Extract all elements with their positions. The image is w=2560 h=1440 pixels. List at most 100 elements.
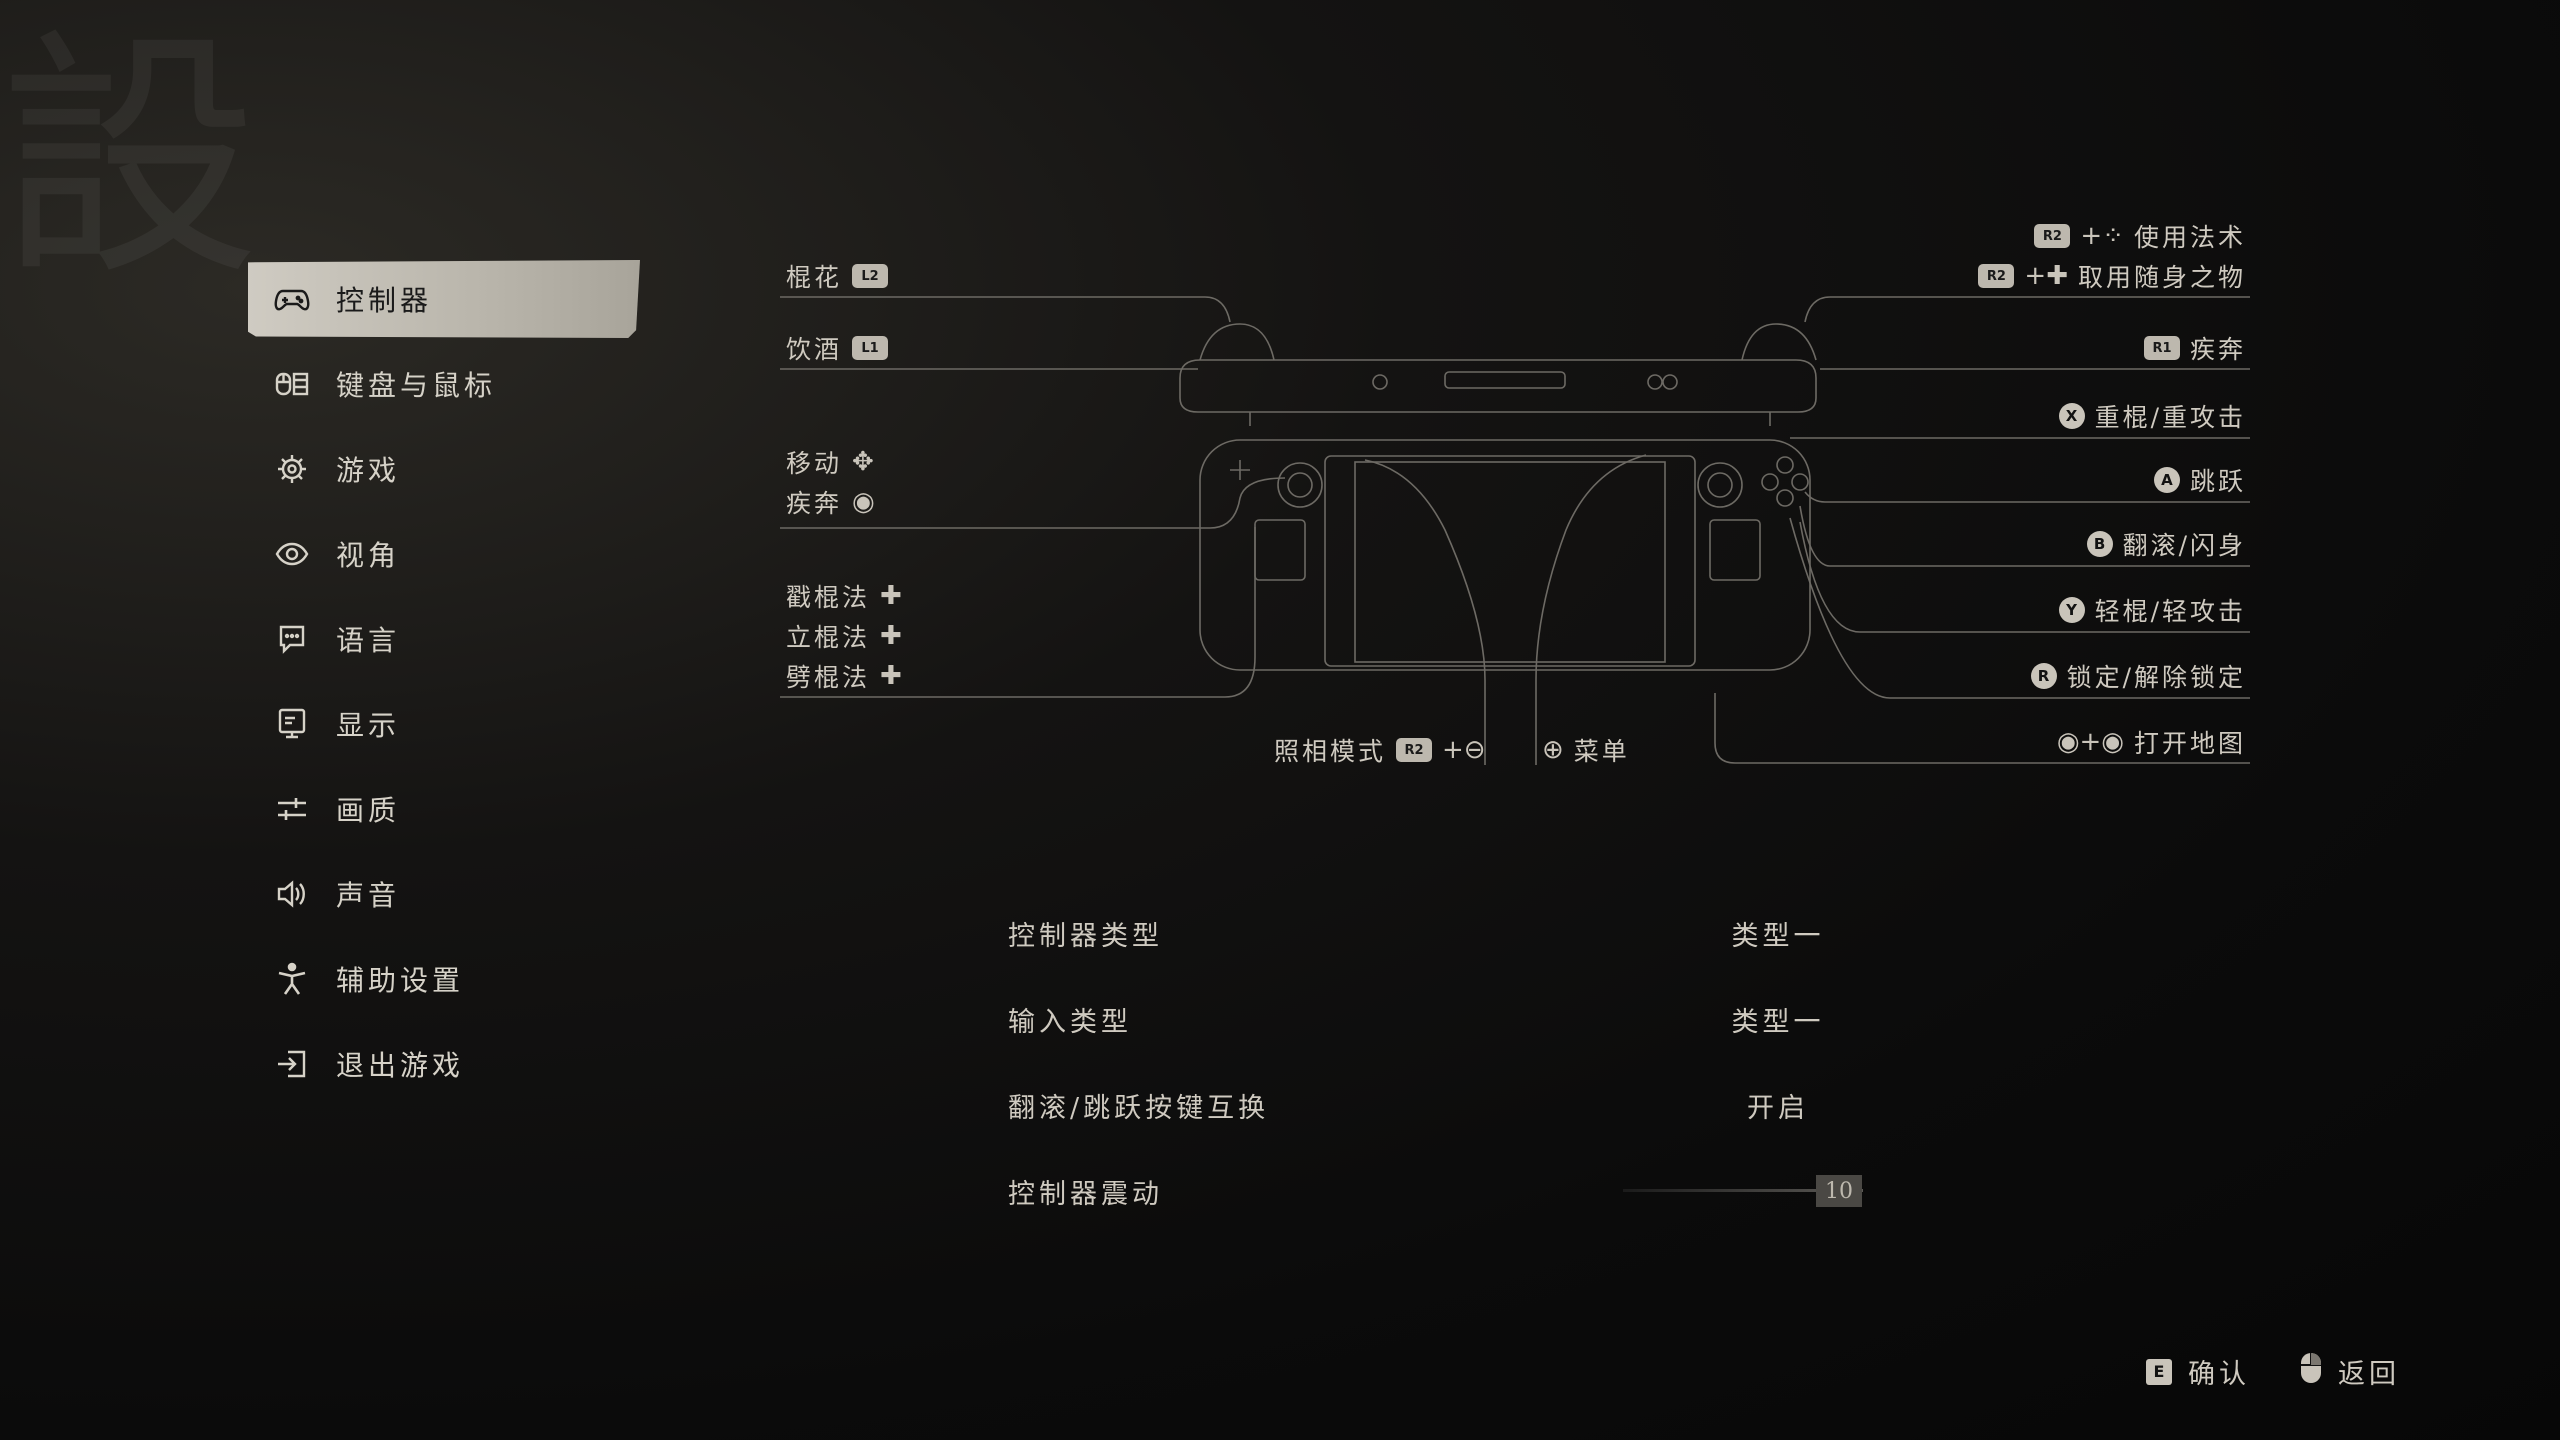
settings-sidebar: 控制器 键盘与鼠标 游戏 视角 语言 显示 画质: [248, 260, 640, 1110]
l1-text: 饮酒: [786, 335, 843, 364]
language-icon: [272, 619, 312, 659]
sidebar-item-label: 游戏: [336, 454, 401, 487]
background-calligraphy: 設: [0, 20, 256, 280]
y-label: Y 轻棍/轻攻击: [2058, 592, 2246, 628]
speaker-icon: [272, 874, 312, 914]
mouse-right-click-icon: [2300, 1352, 2322, 1391]
vibration-slider-handle[interactable]: 10: [1816, 1175, 1862, 1207]
x-button-icon: X: [2058, 403, 2085, 429]
dpad-icon: ✚: [880, 581, 902, 611]
a-text: 跳跃: [2189, 467, 2246, 496]
sidebar-item-display[interactable]: 显示: [248, 685, 640, 763]
sidebar-item-label: 辅助设置: [336, 964, 465, 997]
item-label: R2 +✚ 取用随身之物: [1978, 258, 2246, 294]
photo-mode-text: 照相模式: [1274, 737, 1387, 766]
l2-badge: L2: [852, 264, 889, 288]
sidebar-item-label: 语言: [336, 624, 401, 657]
setting-label: 控制器震动: [1008, 1178, 1163, 1210]
sliders-icon: [272, 789, 312, 829]
stance1-text: 戳棍法: [786, 583, 871, 612]
plus-view-button-icon: +⊖: [1442, 735, 1486, 765]
menu-label: ⊕ 菜单: [1542, 732, 1630, 768]
spell-text: 使用法术: [2133, 223, 2246, 252]
footer-hints: E 确认 返回: [2146, 1352, 2400, 1391]
accessibility-icon: [272, 959, 312, 999]
stance3-label: 劈棍法 ✚: [786, 658, 902, 694]
sidebar-item-keyboard-mouse[interactable]: 键盘与鼠标: [248, 345, 640, 423]
menu-text: 菜单: [1573, 737, 1630, 766]
y-button-icon: Y: [2058, 597, 2085, 623]
sprint-left-label: 疾奔 ◉: [786, 484, 875, 520]
stick-plus-stick-icon: ◉+◉: [2056, 727, 2124, 757]
b-text: 翻滚/闪身: [2122, 531, 2246, 560]
l2-label: 棍花 L2: [786, 258, 889, 294]
sidebar-item-game[interactable]: 游戏: [248, 430, 640, 508]
l2-text: 棍花: [786, 263, 843, 292]
sidebar-item-label: 控制器: [336, 284, 433, 317]
setting-value[interactable]: 类型一: [1731, 920, 1825, 952]
gear-icon: [272, 449, 312, 489]
lock-label: R 锁定/解除锁定: [2030, 658, 2246, 694]
controller-settings: 控制器类型 类型一 输入类型 类型一 翻滚/跳跃按键互换 开启 控制器震动 10: [1008, 890, 1908, 1234]
eye-icon: [272, 534, 312, 574]
l1-badge: L1: [852, 336, 889, 360]
move-label: 移动 ✥: [786, 444, 874, 480]
dpad-icon: ✚: [880, 661, 902, 691]
plus-dpad-icon: +✚: [2024, 261, 2068, 291]
stance2-text: 立棍法: [786, 623, 871, 652]
sidebar-item-label: 声音: [336, 879, 401, 912]
map-label: ◉+◉ 打开地图: [2057, 724, 2246, 760]
sidebar-item-quit[interactable]: 退出游戏: [248, 1025, 640, 1103]
keyboard-mouse-icon: [272, 364, 312, 404]
item-text: 取用随身之物: [2077, 263, 2246, 292]
x-label: X 重棍/重攻击: [2058, 398, 2246, 434]
setting-value[interactable]: 开启: [1747, 1092, 1809, 1124]
spell-label: R2 +⁘ 使用法术: [2034, 218, 2246, 254]
confirm-label: 确认: [2188, 1359, 2250, 1390]
controller-diagram: 棍花 L2 饮酒 L1 移动 ✥ 疾奔 ◉ 戳棍法 ✚ 立棍法 ✚ 劈棍法 ✚ …: [780, 200, 2250, 800]
sidebar-item-graphics[interactable]: 画质: [248, 770, 640, 848]
setting-dodge-jump-swap[interactable]: 翻滚/跳跃按键互换 开启: [1008, 1062, 1908, 1148]
back-label: 返回: [2338, 1359, 2400, 1390]
left-stick-press-icon: ◉: [852, 487, 875, 517]
lock-text: 锁定/解除锁定: [2066, 663, 2246, 692]
r2-badge: R2: [1396, 738, 1433, 762]
gamepad-icon: [272, 279, 312, 319]
setting-label: 翻滚/跳跃按键互换: [1008, 1092, 1270, 1124]
sprint-text: 疾奔: [786, 489, 843, 518]
sidebar-item-camera[interactable]: 视角: [248, 515, 640, 593]
sidebar-item-sound[interactable]: 声音: [248, 855, 640, 933]
setting-label: 控制器类型: [1008, 920, 1163, 952]
dpad-icon: ✚: [880, 621, 902, 651]
vibration-slider[interactable]: [1623, 1189, 1863, 1192]
setting-label: 输入类型: [1008, 1006, 1132, 1038]
sidebar-item-label: 显示: [336, 709, 401, 742]
right-stick-press-icon: R: [2030, 663, 2057, 689]
b-button-icon: B: [2086, 531, 2113, 557]
setting-input-type[interactable]: 输入类型 类型一: [1008, 976, 1908, 1062]
b-label: B 翻滚/闪身: [2086, 526, 2246, 562]
sidebar-item-accessibility[interactable]: 辅助设置: [248, 940, 640, 1018]
y-text: 轻棍/轻攻击: [2094, 597, 2246, 626]
setting-controller-type[interactable]: 控制器类型 类型一: [1008, 890, 1908, 976]
stance1-label: 戳棍法 ✚: [786, 578, 902, 614]
r1-badge: R1: [2143, 336, 2180, 360]
monitor-icon: [272, 704, 312, 744]
r2-badge: R2: [2034, 224, 2071, 248]
stance2-label: 立棍法 ✚: [786, 618, 902, 654]
a-button-icon: A: [2153, 467, 2180, 493]
x-text: 重棍/重攻击: [2094, 403, 2246, 432]
setting-value[interactable]: 类型一: [1731, 1006, 1825, 1038]
back-hint[interactable]: 返回: [2300, 1352, 2400, 1391]
confirm-hint[interactable]: E 确认: [2146, 1352, 2250, 1391]
sidebar-item-language[interactable]: 语言: [248, 600, 640, 678]
map-text: 打开地图: [2133, 729, 2246, 758]
sidebar-item-controller[interactable]: 控制器: [248, 260, 640, 338]
move-text: 移动: [786, 449, 843, 478]
r1-text: 疾奔: [2189, 335, 2246, 364]
menu-button-icon: ⊕: [1542, 735, 1564, 765]
steam-deck-outline: [780, 296, 2250, 765]
left-stick-move-icon: ✥: [852, 447, 874, 477]
setting-vibration[interactable]: 控制器震动 10: [1008, 1148, 1908, 1234]
plus-face-buttons-icon: +⁘: [2080, 221, 2124, 251]
